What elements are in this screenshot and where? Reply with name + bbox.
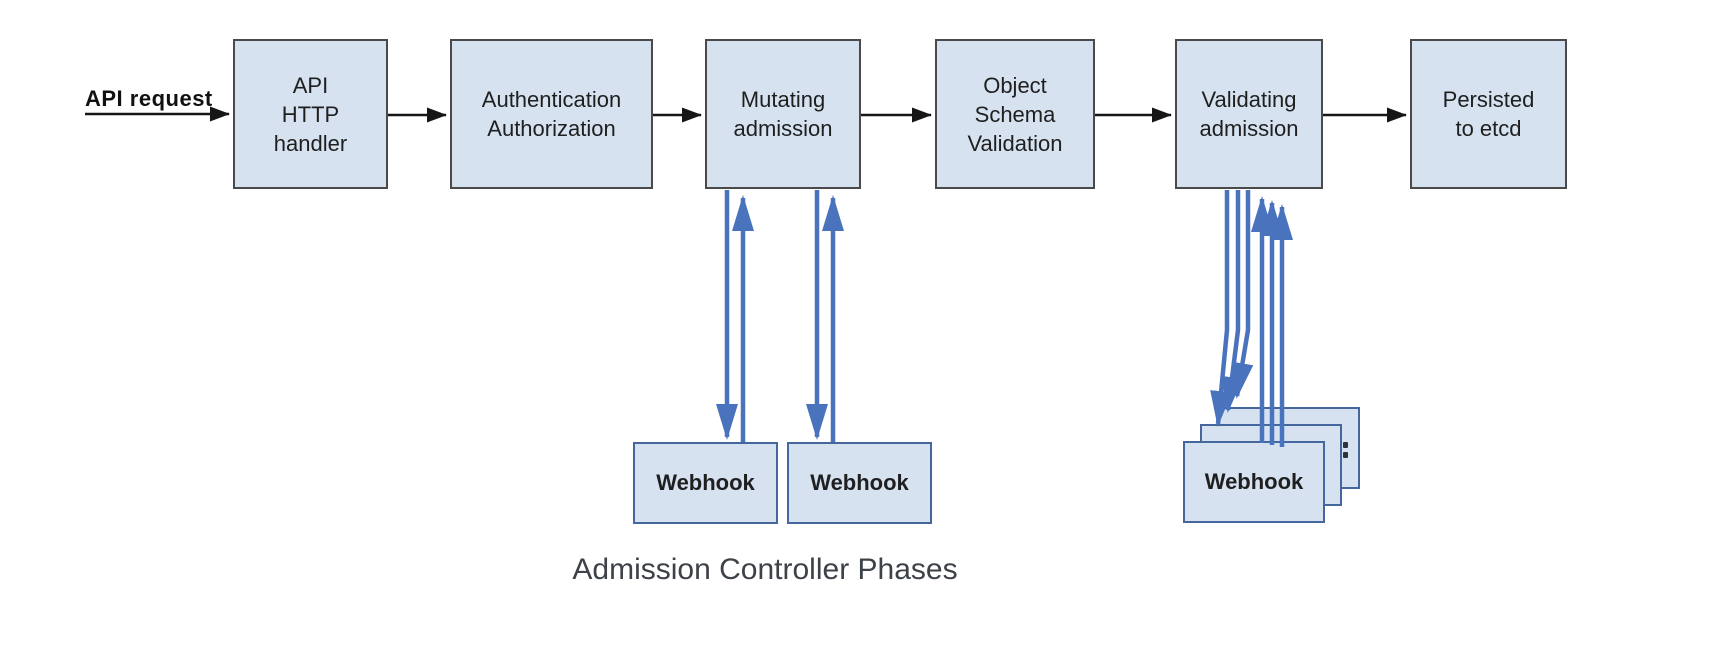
clipped-webhook-text-fragment	[1343, 452, 1348, 458]
phase-label: Validating admission	[1199, 87, 1299, 141]
phase-box-object-schema-validation: Object Schema Validation	[935, 39, 1095, 189]
api-request-label: API request	[85, 86, 213, 111]
phase-label: Object Schema Validation	[967, 72, 1063, 156]
mutating-webhook-box-2: Webhook	[787, 442, 932, 524]
phase-label: Persisted to etcd	[1442, 87, 1535, 141]
webhook-label: Webhook	[656, 470, 755, 495]
arrow-validating-call-3	[1231, 190, 1254, 399]
phase-label: API HTTP handler	[273, 72, 348, 156]
phase-box-mutating-admission: Mutating admission	[705, 39, 861, 189]
arrow-validating-call-2	[1221, 190, 1244, 413]
phase-box-persisted-to-etcd: Persisted to etcd	[1410, 39, 1567, 189]
webhook-label: Webhook	[1204, 469, 1304, 494]
arrow-validating-call-1	[1210, 190, 1233, 427]
phase-label: Mutating admission	[733, 87, 833, 141]
clipped-webhook-text-fragment	[1343, 442, 1348, 448]
mutating-webhook-box-1: Webhook	[633, 442, 778, 524]
webhook-label: Webhook	[810, 470, 909, 495]
validating-webhook-box-front: Webhook	[1183, 441, 1325, 523]
phase-box-validating-admission: Validating admission	[1175, 39, 1323, 189]
phase-label: Authentication Authorization	[481, 87, 622, 141]
phase-box-api-http-handler: API HTTP handler	[233, 39, 388, 189]
diagram-caption: Admission Controller Phases	[572, 553, 958, 586]
phase-box-authentication-authorization: Authentication Authorization	[450, 39, 653, 189]
